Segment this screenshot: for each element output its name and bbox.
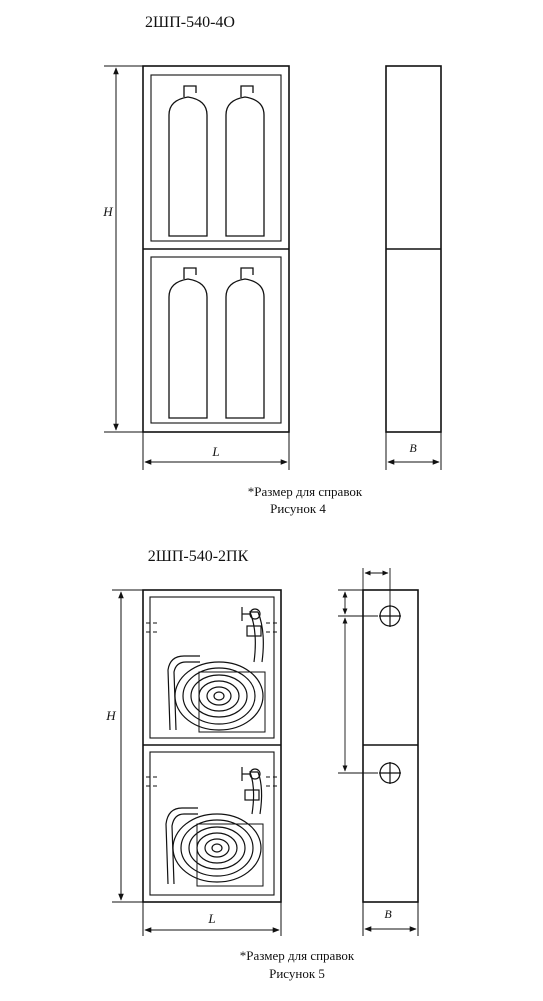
dimension-height-label: H	[105, 708, 116, 723]
figure-4-caption: Рисунок 4	[270, 501, 326, 516]
valve-icon	[241, 767, 261, 801]
dimension-width-label: B	[384, 907, 392, 921]
dimension-length-label: L	[211, 444, 219, 459]
cabinet-side-view	[385, 65, 442, 433]
fire-hose-reel	[167, 611, 266, 733]
dimension-height	[104, 65, 143, 433]
valve-icon	[241, 607, 262, 637]
figure-5: 2ШП-540-2ПК	[105, 548, 419, 981]
figure-5-title: 2ШП-540-2ПК	[148, 548, 249, 565]
dimension-width	[362, 902, 419, 936]
figure-4-title: 2ШП-540-4О	[145, 14, 235, 31]
gas-cylinder	[168, 85, 208, 237]
dimension-length-label: L	[207, 911, 215, 926]
gas-cylinder	[168, 267, 208, 419]
fire-hose-reel	[165, 771, 264, 887]
figure-4: 2ШП-540-4О	[102, 14, 442, 516]
figure-5-note: *Размер для справок	[240, 948, 355, 963]
connection-port-icon	[379, 605, 401, 627]
door-handle	[146, 622, 280, 787]
dimension-length	[142, 432, 290, 470]
dimension-width-label: B	[409, 441, 417, 455]
gas-cylinder	[225, 267, 265, 419]
dimension-height-label: H	[102, 204, 113, 219]
gas-cylinder	[225, 85, 265, 237]
dimension-height	[112, 589, 143, 903]
figure-4-note: *Размер для справок	[248, 484, 363, 499]
side-dimension-lines	[338, 568, 391, 774]
connection-port-icon	[379, 762, 401, 784]
dimension-length	[142, 902, 282, 936]
cabinet-front-view	[142, 65, 290, 433]
cabinet-front-view	[142, 589, 282, 903]
dimension-width	[385, 432, 442, 470]
figure-5-caption: Рисунок 5	[269, 966, 325, 981]
cabinet-side-view	[362, 589, 419, 903]
